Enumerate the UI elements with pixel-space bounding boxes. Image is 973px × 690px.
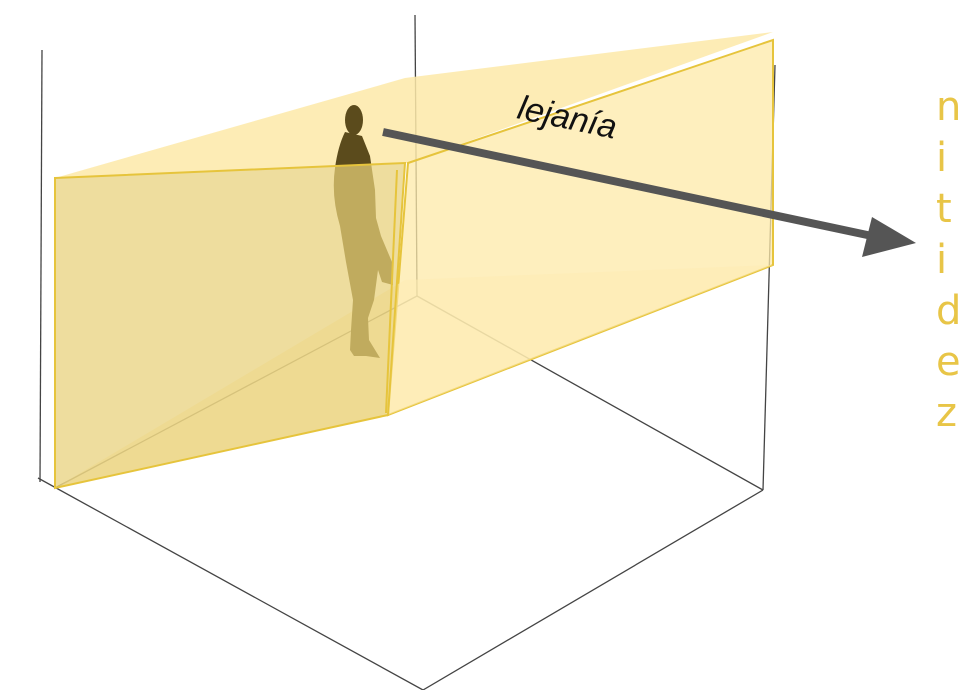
side-word-letter: n xyxy=(936,84,962,130)
side-word-letter: d xyxy=(936,288,962,334)
ceiling-plane xyxy=(55,32,773,178)
floor-front-left-edge xyxy=(37,477,424,690)
left-vertical-edge xyxy=(39,49,43,483)
side-word-letter: t xyxy=(936,186,952,232)
side-word-letter: z xyxy=(936,390,957,436)
arrow-shaft xyxy=(382,128,873,240)
near-wall-plane xyxy=(54,161,407,490)
arrow-head xyxy=(862,217,916,257)
vertical-side-word: n i t i d e z xyxy=(936,82,972,439)
side-word-letter: i xyxy=(936,237,948,283)
near-plane-edge xyxy=(385,169,398,414)
side-word-letter: i xyxy=(936,135,948,181)
distance-arrow xyxy=(382,128,916,257)
floor-front-right-edge xyxy=(422,489,764,690)
side-word-letter: e xyxy=(936,339,961,385)
